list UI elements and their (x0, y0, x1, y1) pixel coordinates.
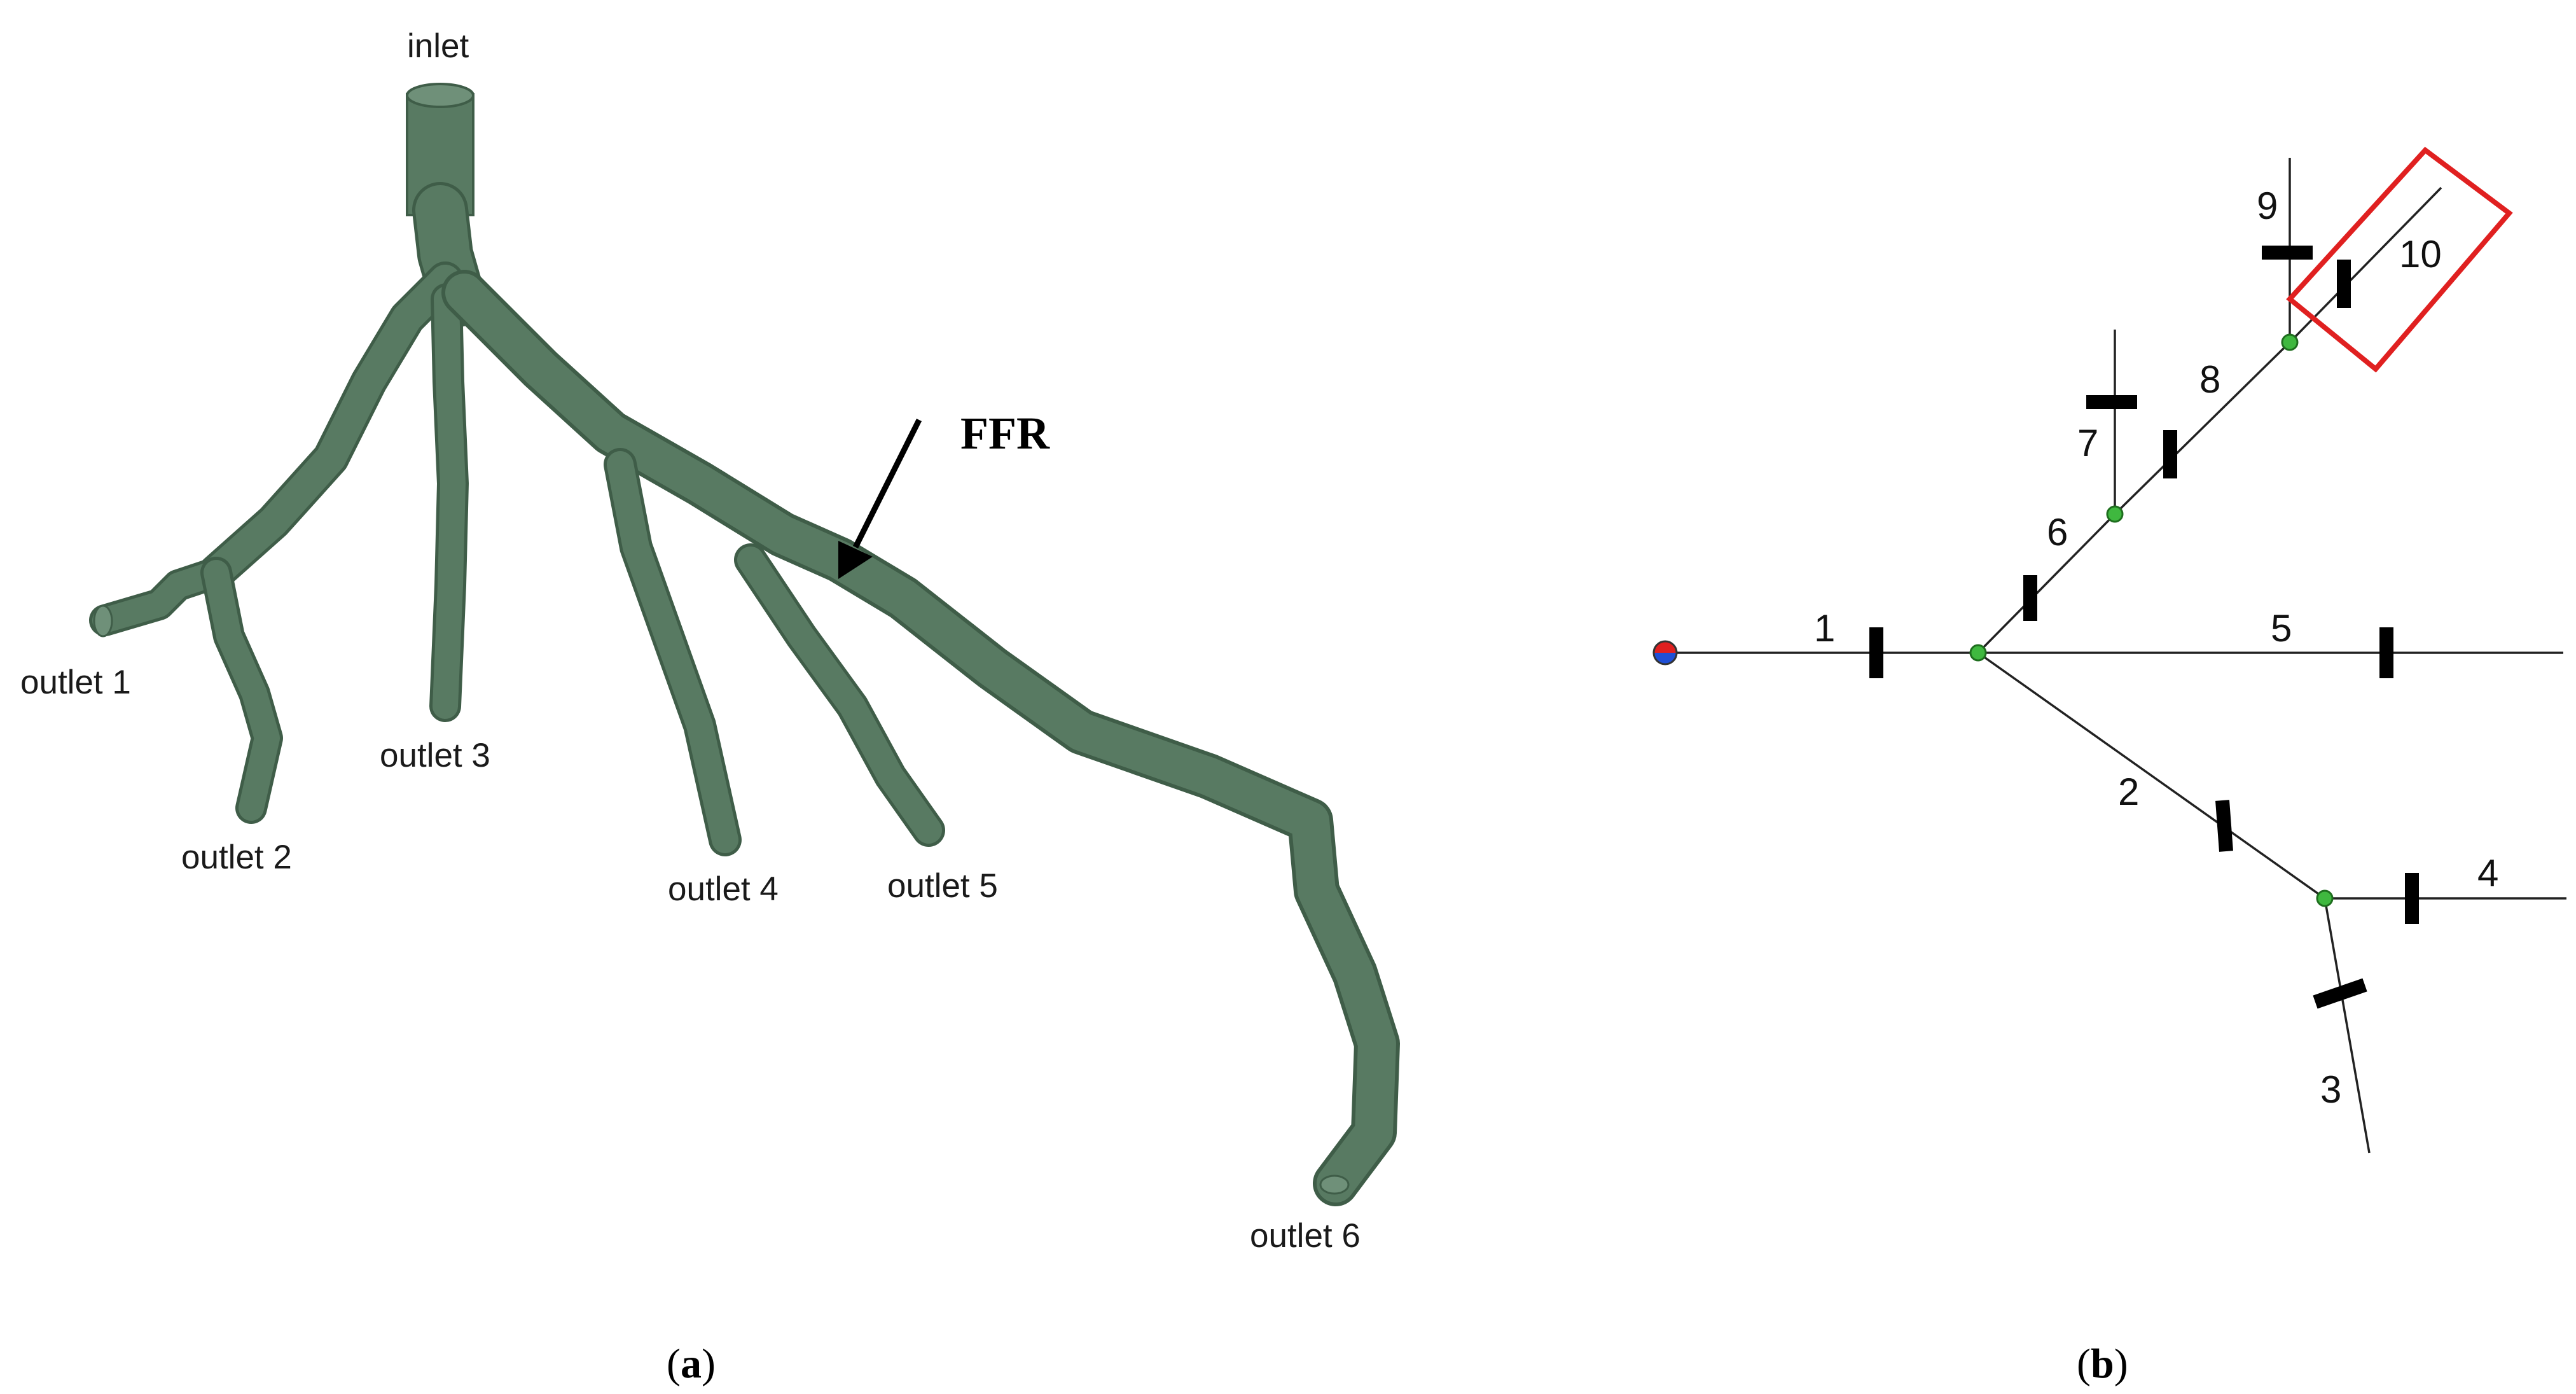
segment-6-line (1977, 513, 2116, 654)
junction-nodes (1969, 333, 2334, 907)
coronary-tree-model (89, 83, 1400, 1206)
segment-label-1: 1 (1814, 607, 1835, 650)
segment-label-2: 2 (2118, 770, 2139, 813)
segment-label-3: 3 (2320, 1068, 2341, 1111)
caption-b: (b) (2077, 1341, 2128, 1387)
junction-node (1969, 644, 1987, 662)
label-outlet-6: outlet 6 (1250, 1217, 1361, 1255)
panel-a: inlet outlet 1 outlet 2 outlet 3 outlet … (20, 27, 1400, 1387)
segment-label-10: 10 (2399, 233, 2442, 275)
label-inlet: inlet (407, 27, 469, 65)
caption-a: (a) (667, 1341, 716, 1387)
panel-b: 1 2 3 4 5 6 7 8 9 10 (b) (1652, 146, 2566, 1387)
segment-label-8: 8 (2199, 358, 2220, 401)
segment-label-4: 4 (2477, 852, 2498, 895)
ffr-label: FFR (960, 408, 1050, 459)
segment-2-marker (2215, 800, 2233, 852)
network-segments (1665, 158, 2566, 1154)
label-outlet-2: outlet 2 (181, 839, 292, 876)
junction-node (2316, 889, 2334, 907)
junction-node (2281, 333, 2299, 351)
segment-label-6: 6 (2047, 511, 2068, 554)
label-outlet-1: outlet 1 (20, 664, 131, 701)
segment-3-marker (2313, 978, 2367, 1009)
label-outlet-3: outlet 3 (380, 737, 490, 774)
label-outlet-4: outlet 4 (668, 870, 779, 908)
inlet-marker (1652, 640, 1678, 666)
segment-label-7: 7 (2077, 422, 2098, 464)
segment-label-9: 9 (2257, 185, 2278, 227)
segment-3-line (2323, 898, 2371, 1154)
segment-label-5: 5 (2271, 607, 2292, 650)
label-outlet-5: outlet 5 (887, 867, 998, 905)
segment-8-line (2114, 341, 2291, 515)
segment-2-line (1977, 652, 2326, 900)
junction-node (2106, 505, 2124, 523)
segment-10-highlight-box (2286, 146, 2513, 373)
ffr-arrow (838, 418, 922, 579)
segment-markers (1869, 246, 2419, 1009)
